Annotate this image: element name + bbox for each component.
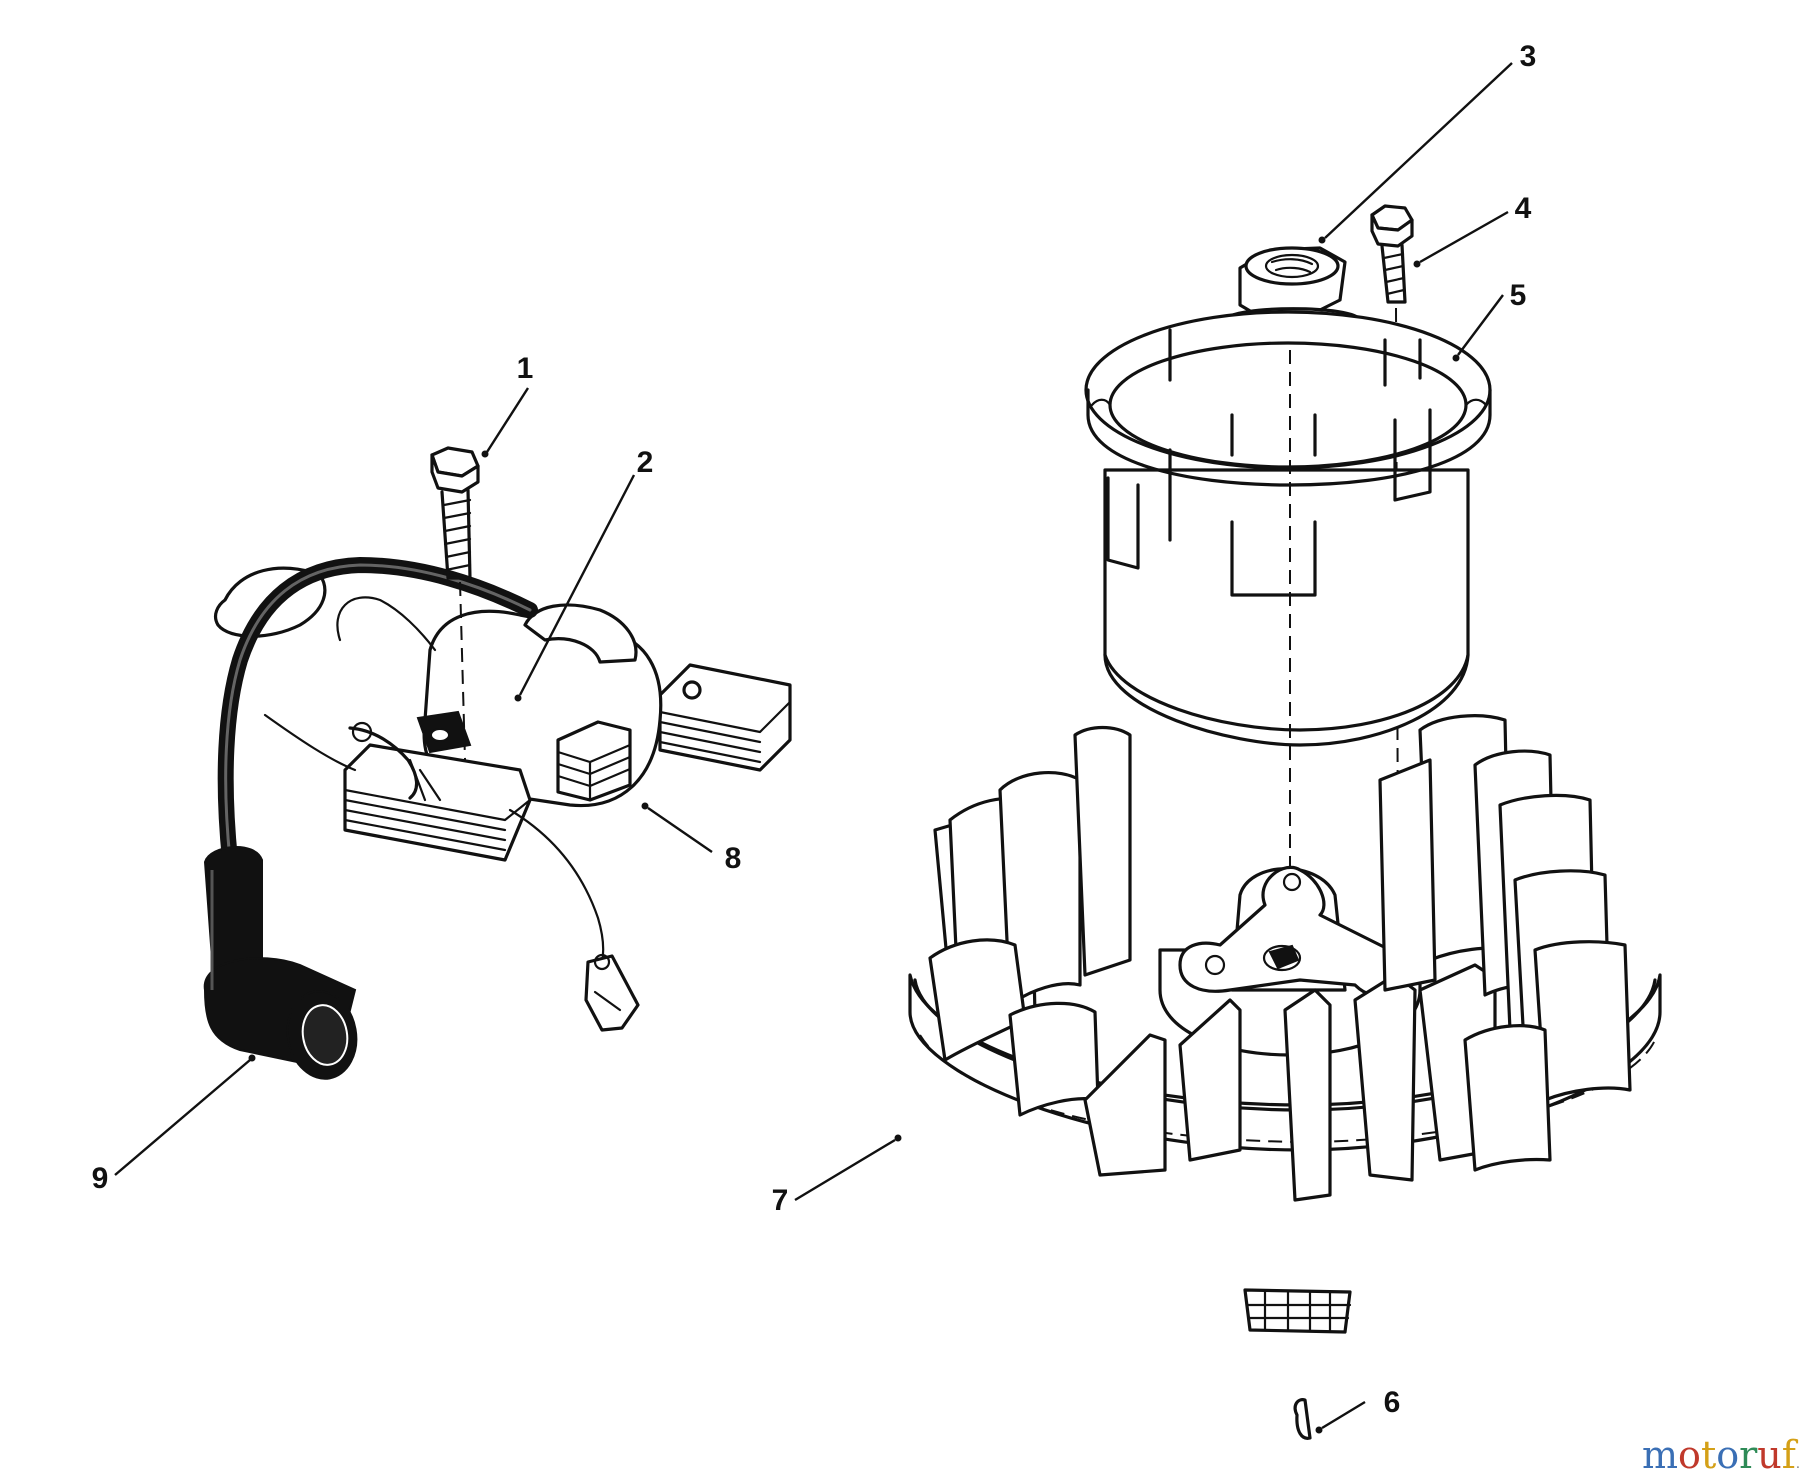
watermark-letter: t (1701, 1433, 1716, 1477)
flywheel-key (1293, 1398, 1312, 1440)
flywheel (908, 714, 1662, 1334)
callout-3: 3 (1520, 40, 1537, 73)
watermark-letter: f (1782, 1433, 1799, 1477)
watermark-letter: u (1757, 1433, 1781, 1477)
cup-bolt (1370, 204, 1414, 881)
spark-plug-boot (203, 556, 538, 1080)
watermark-logo: motoruf.de (1642, 1433, 1800, 1477)
starter-cup (1084, 310, 1492, 1010)
watermark-letter: m (1642, 1433, 1678, 1477)
callout-1: 1 (517, 352, 534, 385)
watermark-letter: o (1678, 1433, 1701, 1477)
callout-5: 5 (1510, 279, 1527, 312)
watermark: motoruf.de (1642, 1433, 1800, 1477)
callout-7: 7 (772, 1184, 789, 1217)
callout-6: 6 (1384, 1386, 1401, 1419)
callout-4: 4 (1515, 192, 1532, 225)
callout-9: 9 (92, 1162, 109, 1195)
leader-lines (114, 62, 1513, 1434)
watermark-letter: r (1739, 1433, 1758, 1477)
callout-numbers: 1 2 3 4 5 6 7 8 9 (92, 40, 1537, 1419)
watermark-letter: o (1716, 1433, 1739, 1477)
watermark-suffix: .de (1796, 1457, 1800, 1472)
ignition-module (263, 596, 792, 1032)
coil-bolt (430, 446, 480, 761)
callout-2: 2 (637, 446, 654, 479)
callout-8: 8 (725, 842, 742, 875)
